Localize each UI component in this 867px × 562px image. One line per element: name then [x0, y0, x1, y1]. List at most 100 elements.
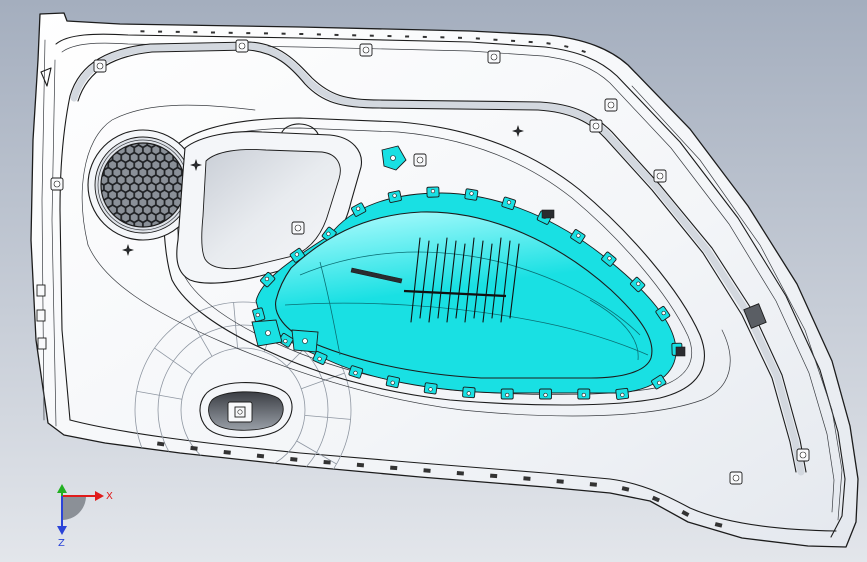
mounting-boss-hole — [96, 62, 104, 70]
left-face-contour — [59, 95, 71, 421]
switch-slot — [541, 209, 555, 219]
flange-clip-tab — [539, 388, 552, 400]
hatch-line — [419, 240, 430, 319]
top-edge-rib — [175, 30, 180, 33]
flange-clip-tab — [655, 305, 671, 322]
flange-clip-tab-hole — [356, 206, 361, 211]
flange-clip-tab-hole — [326, 231, 331, 236]
lower-edge-clip — [356, 462, 365, 468]
armrest-nose-contour — [589, 299, 639, 361]
armrest-assembly-highlighted[interactable] — [251, 145, 683, 400]
view-orientation-triad-icon[interactable]: X Z — [57, 484, 113, 549]
flange-clip-tab-hole — [661, 310, 666, 316]
mounting-boss — [50, 177, 64, 191]
outer-flange-edge — [55, 33, 846, 538]
flange-clip-tab-hole — [469, 191, 474, 196]
mounting-boss — [796, 448, 810, 462]
top-edge-rib — [158, 30, 163, 33]
map-pocket-cavity — [201, 148, 341, 270]
mounting-boss-hole — [799, 451, 807, 459]
mounting-boss — [653, 169, 667, 183]
lower-edge-clip — [489, 473, 498, 479]
flange-clip-tab — [601, 251, 617, 267]
flange-clip-tab-hole — [283, 339, 288, 344]
top-edge-rib — [564, 45, 569, 48]
hatch-line — [482, 243, 493, 323]
door-trim-model[interactable] — [30, 12, 859, 548]
top-edge-rib — [210, 31, 215, 34]
lower-edge-clip — [589, 482, 598, 487]
armrest-lower-contour — [284, 302, 649, 356]
triad-x-arrowhead[interactable] — [95, 491, 104, 501]
flange-clip-tab-hole — [576, 233, 581, 238]
hatch-line — [464, 237, 475, 323]
lower-edge-clip — [423, 468, 431, 473]
reference-point-marker — [190, 159, 202, 171]
mounting-boss-hole — [490, 53, 498, 61]
mounting-boss-hole — [607, 101, 615, 109]
triad-y-arrowhead[interactable] — [57, 484, 67, 493]
hatch-line — [473, 240, 484, 319]
lower-face-contour — [69, 419, 837, 532]
triad-z-arrowhead[interactable] — [57, 526, 67, 535]
flange-clip-tab-hole — [353, 370, 358, 376]
flange-clip-tab-hole — [264, 276, 270, 282]
reference-point-marker — [512, 125, 524, 137]
flange-clip-tab-hole — [392, 193, 397, 198]
lower-edge-clip — [556, 479, 564, 484]
flange-clip-tab-hole — [390, 380, 395, 385]
top-edge-rib — [299, 32, 304, 36]
top-edge-rib — [511, 39, 516, 43]
lower-edge-clip — [256, 453, 265, 459]
right-side-slot — [743, 303, 767, 329]
top-edge-rib — [140, 30, 145, 33]
flange-clip-tab-hole — [506, 200, 512, 205]
top-edge-rib — [352, 34, 357, 37]
left-strip-clip — [36, 284, 46, 297]
triad-x-label: X — [106, 491, 113, 502]
triad-shade-sector — [62, 496, 86, 520]
top-edge-rib — [263, 32, 268, 35]
flange-clip-tab — [500, 388, 514, 400]
lower-edge-clip — [523, 476, 531, 481]
lower-edge-clip — [681, 510, 690, 517]
top-edge-rib — [422, 35, 427, 38]
hatch-line — [491, 237, 502, 319]
handle-latch-screw-hole — [237, 409, 243, 415]
mounting-boss-hole — [592, 122, 600, 130]
top-edge-rib — [281, 32, 286, 35]
door-handle-cup[interactable] — [199, 382, 293, 439]
mounting-boss — [589, 119, 603, 133]
hatch-cross-line — [403, 289, 507, 298]
flange-clip-tab — [278, 332, 294, 348]
flange-clip-tab — [312, 350, 328, 365]
top-edge-rib — [528, 40, 533, 44]
speaker-grille[interactable] — [100, 142, 186, 228]
flange-clip-tab — [385, 375, 400, 389]
flange-clip-tab — [651, 374, 667, 390]
armrest-upper-contour — [299, 251, 641, 336]
top-edge-rib — [334, 33, 339, 36]
mounting-boss-hole — [294, 224, 302, 232]
flange-clip-tab — [426, 186, 440, 198]
lower-edge-clip — [156, 441, 165, 447]
flange-clip-tab — [423, 382, 438, 395]
mounting-boss — [93, 59, 107, 73]
flange-clip-tab — [615, 387, 630, 400]
armrest-pull-slot — [350, 267, 403, 284]
top-edge-rib — [457, 36, 463, 39]
flange-clip-tab-hole — [657, 380, 662, 385]
blend-radial-line — [304, 415, 351, 420]
flange-clip-tab — [462, 386, 476, 399]
lower-edge-clip — [456, 471, 464, 476]
hatch-line — [437, 237, 448, 319]
lower-edge-clip — [323, 459, 331, 465]
flange-clip-tab-hole — [255, 312, 260, 318]
flange-clip-tab — [387, 190, 402, 203]
mounting-boss — [359, 43, 373, 57]
lower-edge-clip — [290, 457, 298, 462]
armrest-left-seam — [319, 261, 341, 356]
flange-clip-tab-hole — [636, 281, 641, 286]
